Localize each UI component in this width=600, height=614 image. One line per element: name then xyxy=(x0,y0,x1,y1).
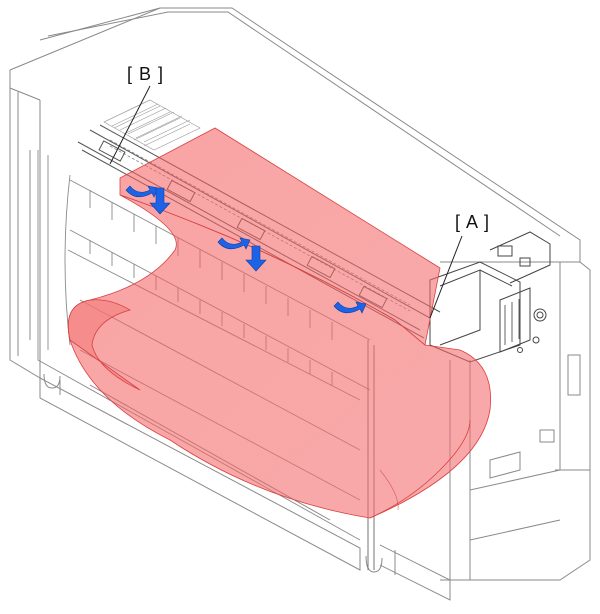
callout-label-b: [ B ] xyxy=(127,64,165,84)
curved-arrow-icon xyxy=(217,237,251,250)
callout-leaders xyxy=(109,85,463,319)
callout-label-a: [ A ] xyxy=(455,212,491,232)
leader-line-a xyxy=(429,235,463,319)
feed-grid-left xyxy=(103,99,201,151)
leader-line-b xyxy=(109,85,151,165)
down-arrow-icon xyxy=(149,187,171,215)
paper-roll-curl xyxy=(67,299,141,391)
printer-base xyxy=(39,377,361,571)
printer-foot-right xyxy=(365,555,383,573)
right-side-unit xyxy=(429,231,551,363)
printer-foot-left xyxy=(43,373,61,389)
paper-sheet-body xyxy=(67,194,492,519)
printer-right-face xyxy=(440,261,591,581)
rail-block-1 xyxy=(98,140,126,162)
down-arrow-icon xyxy=(245,245,267,272)
paper-front-edge xyxy=(369,419,471,519)
direction-arrows xyxy=(125,185,367,314)
curved-arrow-icon xyxy=(333,301,367,314)
printer-left-face xyxy=(9,88,41,379)
paper-sheet xyxy=(67,127,492,519)
